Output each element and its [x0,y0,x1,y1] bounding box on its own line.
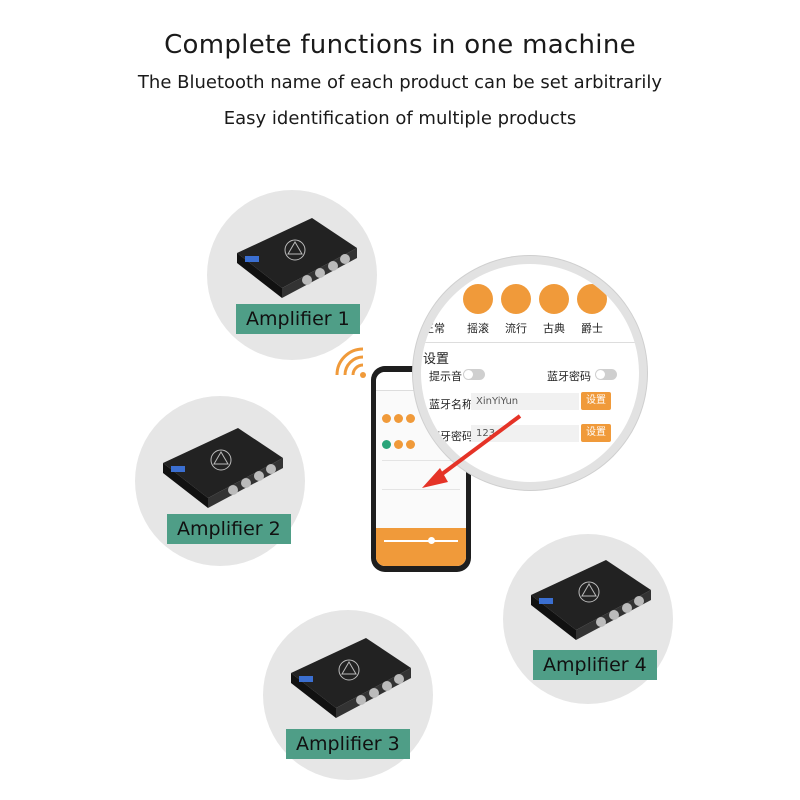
prompt-tone-toggle[interactable] [463,369,485,380]
pointer-arrow [422,414,522,488]
leaf-icon[interactable] [539,284,569,314]
amplifier-board-image [291,638,411,718]
magnified-app-view: 正常 摇滚 流行 古典 爵士 设置 提示音 蓝牙密码 蓝牙名称 XinYiYun… [413,256,647,490]
bt-name-input[interactable]: XinYiYun [471,393,579,410]
subtitle-line-1: The Bluetooth name of each product can b… [137,72,663,93]
subtitle-line-2: Easy identification of multiple products [223,108,577,129]
bt-code-input[interactable]: 123 [471,425,579,442]
bt-password-toggle-label: 蓝牙密码 [547,370,591,383]
trumpet-icon[interactable] [577,284,607,314]
mode-label-jazz: 爵士 [581,322,603,335]
bt-name-label: 蓝牙名称 [429,398,473,411]
amplifier-board-image [237,218,357,298]
mode-label-rock: 摇滚 [467,322,489,335]
amplifier-1-label: Amplifier 1 [236,304,360,334]
settings-title: 设置 [423,352,450,367]
check-icon[interactable] [421,284,445,314]
phone-player-bar [376,528,466,566]
mode-label-normal: 正常 [423,322,445,335]
mode-label-classical: 古典 [543,322,565,335]
amplifier-4-label: Amplifier 4 [533,650,657,680]
phone-mode-row [382,408,460,423]
bt-password-toggle[interactable] [595,369,617,380]
amplifier-3-label: Amplifier 3 [286,729,410,759]
headphones-icon[interactable] [501,284,531,314]
amplifier-2-label: Amplifier 2 [167,514,291,544]
bt-code-label: 蓝牙密码 [429,430,473,443]
amplifier-board-image [163,428,283,508]
page-title: Complete functions in one machine [164,30,636,60]
amplifier-1-circle [207,190,377,360]
phone-settings-lines [382,460,460,490]
prompt-tone-label: 提示音 [429,370,462,383]
bt-code-set-button[interactable]: 设置 [581,424,611,442]
divider [421,342,639,343]
amplifier-board-image [531,560,651,640]
bt-name-set-button[interactable]: 设置 [581,392,611,410]
mode-label-pop: 流行 [505,322,527,335]
phone-mode-row-2 [382,434,460,449]
rock-hand-icon[interactable] [463,284,493,314]
wireless-signal-icon [335,347,366,378]
